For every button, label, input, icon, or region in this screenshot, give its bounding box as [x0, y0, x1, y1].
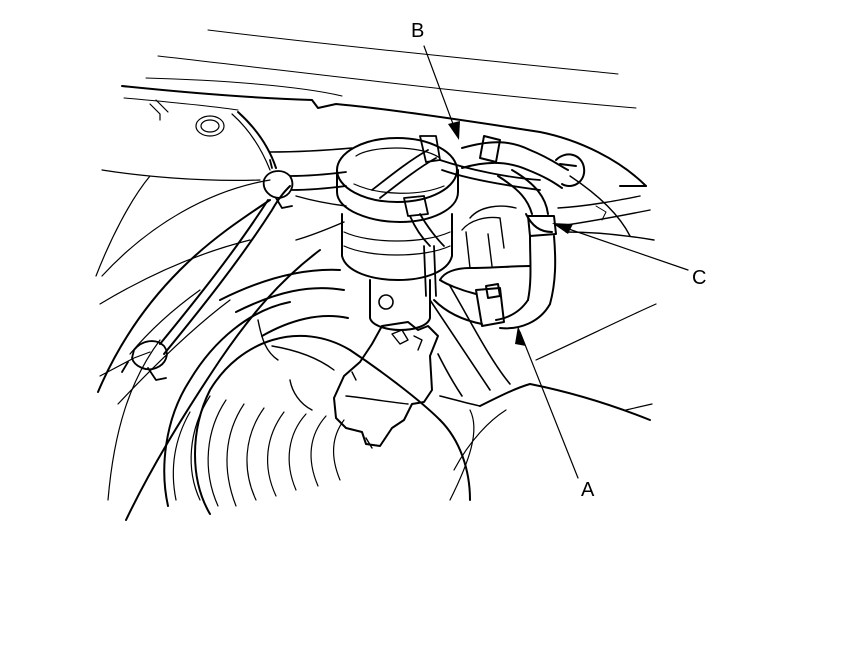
vacuum-tubes: [371, 135, 541, 297]
leader-line-b: [423, 45, 457, 133]
sensor-housing: [333, 321, 439, 449]
left-wire-harness: [159, 185, 291, 355]
left-fender-structure: [95, 99, 277, 501]
upper-clamp: [262, 159, 347, 209]
body-panel-outline: [121, 77, 647, 187]
intake-duct-ribs: [172, 395, 345, 507]
hose-assembly: [433, 135, 586, 330]
lower-right-edges: [429, 285, 657, 501]
leader-line-a: [519, 331, 579, 479]
leader-line-c: [559, 225, 689, 271]
callout-label-a: A: [581, 479, 595, 501]
callout-label-b: B: [411, 20, 425, 42]
callout-label-c: C: [692, 267, 707, 289]
right-engine-edges: [461, 175, 655, 269]
arrowhead-a: [515, 326, 526, 346]
arrowhead-c: [552, 223, 573, 234]
callout-arrowheads: [448, 121, 573, 346]
mounting-bracket: [269, 147, 353, 241]
left-hose-clip: [121, 340, 168, 381]
arrowhead-b: [448, 121, 460, 140]
canister-body: [336, 137, 459, 331]
hood-edge-lines: [157, 29, 637, 109]
intake-duct: [125, 249, 471, 521]
callout-leader-lines: [423, 45, 689, 479]
